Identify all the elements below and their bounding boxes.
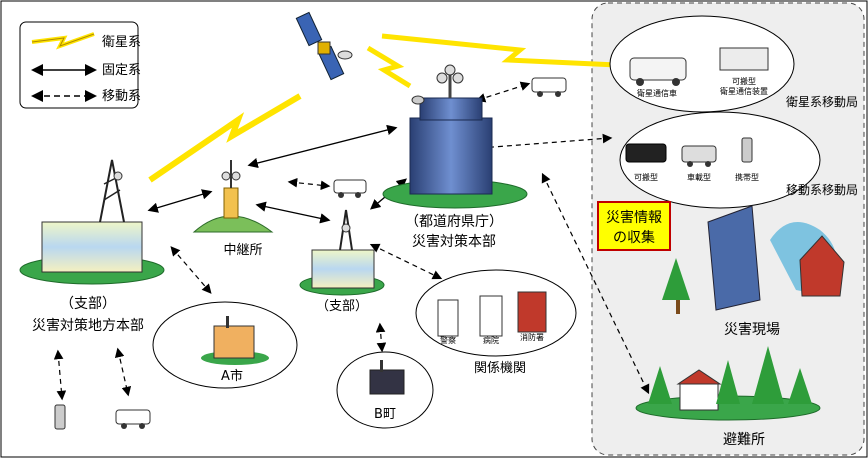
disaster-site-label: 災害現場	[724, 322, 780, 338]
disaster-scene	[662, 205, 845, 314]
sat-portable-label-2: 衛星通信装置	[720, 86, 768, 96]
local-hq-label-2: 災害対策地方本部	[32, 317, 144, 334]
local-hq-label-1: （支部）	[60, 296, 116, 312]
branch-label: （支部）	[316, 299, 368, 314]
shelter-scene	[635, 346, 821, 421]
prefecture-building	[382, 64, 528, 209]
relay-station	[192, 160, 274, 233]
town-b-label: B町	[374, 407, 396, 422]
mobile-links	[53, 81, 650, 401]
city-a-building	[201, 316, 269, 365]
vehicle-icons	[54, 77, 567, 430]
town-b-building	[369, 360, 405, 395]
legend-satellite-label: 衛星系	[102, 35, 141, 50]
relay-label: 中継所	[223, 243, 262, 258]
city-a-label: A市	[221, 368, 243, 384]
prefecture-label-1: （都道府県庁）	[405, 214, 503, 230]
hospital-label: 病院	[483, 335, 499, 345]
satellite-icon	[295, 11, 353, 81]
local-hq-building	[19, 159, 165, 285]
shelter-label: 避難所	[723, 432, 765, 448]
sat-vehicle-label: 衛星通信車	[637, 88, 677, 98]
mob-portable-label: 可搬型	[634, 172, 658, 182]
mob-handheld-label: 携帯型	[735, 172, 759, 182]
fire-label: 消防署	[520, 332, 544, 342]
police-label: 警察	[440, 335, 456, 345]
sat-portable-label-1: 可搬型	[732, 76, 756, 86]
info-box-line2: の収集	[613, 229, 655, 246]
info-box	[597, 201, 671, 251]
satellite-station-ellipse	[609, 15, 795, 113]
satellite-station-equipment	[629, 47, 769, 86]
mobile-station-ellipse	[619, 111, 821, 209]
agencies-label: 関係機関	[474, 361, 526, 376]
legend-satellite-outline	[31, 33, 95, 47]
prefecture-label-2: 災害対策本部	[412, 233, 496, 250]
info-box-line1: 災害情報	[606, 210, 662, 226]
mob-vehicle-label: 車載型	[687, 172, 711, 182]
legend	[19, 21, 139, 109]
mobile-station-equipment	[625, 137, 753, 167]
agencies-buildings	[437, 291, 547, 337]
fixed-links	[147, 124, 407, 224]
legend-fixed-label: 固定系	[102, 63, 141, 78]
mob-station-label: 移動系移動局	[786, 183, 858, 197]
sat-station-label: 衛星系移動局	[786, 95, 858, 109]
legend-mobile-label: 移動系	[102, 89, 141, 104]
branch-building	[299, 209, 385, 296]
satellite-links	[148, 33, 641, 183]
